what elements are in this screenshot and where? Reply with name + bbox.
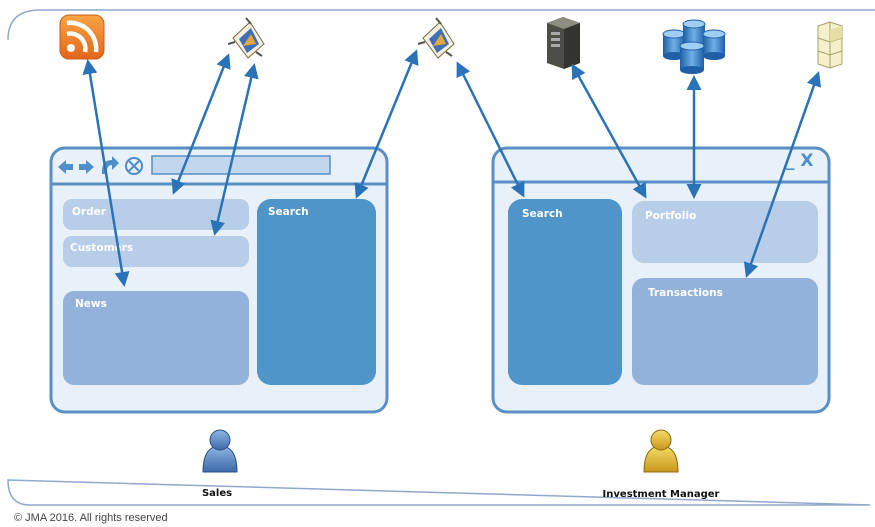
sales-actor-label: Sales xyxy=(202,488,232,499)
transactions-panel[interactable] xyxy=(632,278,818,385)
transactions-panel-label: Transactions xyxy=(648,287,723,299)
arrow-server-to-portfolio xyxy=(571,63,647,199)
investment-manager-user-icon xyxy=(643,429,679,473)
investment-search-panel[interactable] xyxy=(508,199,622,385)
arrow-service-to-customers xyxy=(210,63,259,236)
portfolio-panel-label: Portfolio xyxy=(645,210,696,222)
web-service-icon xyxy=(227,17,265,59)
server-icon xyxy=(547,17,580,69)
investment-search-panel-label: Search xyxy=(522,208,563,220)
web-service-icon xyxy=(417,17,455,59)
sales-search-panel-label: Search xyxy=(268,206,309,218)
arrow-service-to-sales-search xyxy=(354,49,419,199)
investment-manager-actor-label: Investment Manager xyxy=(603,489,720,500)
address-bar[interactable] xyxy=(151,155,331,175)
news-panel-label: News xyxy=(75,298,107,310)
sales-search-panel[interactable] xyxy=(257,199,376,385)
connection-arrows xyxy=(82,49,822,287)
sales-user-icon xyxy=(202,429,238,473)
copyright-footer: © JMA 2016. All rights reserved xyxy=(14,512,168,524)
order-panel-label: Order xyxy=(72,206,107,218)
arrow-components-to-transactions xyxy=(743,71,822,278)
customers-panel-label: Customers xyxy=(70,242,133,254)
outer-frame xyxy=(7,9,875,506)
rss-feed-icon xyxy=(59,14,105,60)
database-cluster-icon xyxy=(662,19,726,74)
arrow-rss-to-news xyxy=(82,59,130,287)
component-stack-icon xyxy=(817,21,843,69)
news-panel[interactable] xyxy=(63,291,249,385)
back-arrow-icon[interactable] xyxy=(58,160,73,174)
sales-browser-window: Order Customers News Search xyxy=(49,146,389,414)
arrow-service-to-investment-search xyxy=(456,61,525,198)
